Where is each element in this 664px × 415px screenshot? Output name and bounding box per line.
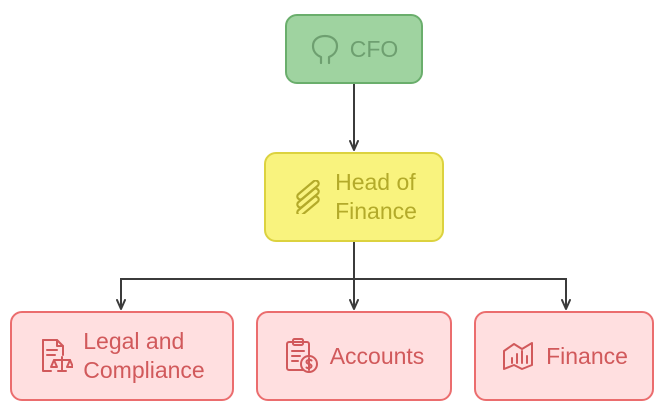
node-finance: Finance bbox=[474, 311, 654, 401]
node-cfo: CFO bbox=[285, 14, 423, 84]
node-accounts-label: Accounts bbox=[329, 342, 425, 369]
node-finance-label: Finance bbox=[546, 342, 628, 369]
node-legal-and-compliance: Legal and Compliance bbox=[10, 311, 234, 401]
head-profile-icon bbox=[310, 33, 340, 65]
node-head-of-finance: Head of Finance bbox=[264, 152, 444, 242]
legal-scales-document-icon bbox=[39, 337, 74, 375]
node-accounts: Accounts bbox=[256, 311, 452, 401]
node-legal-and-compliance-label: Legal and Compliance bbox=[83, 328, 205, 383]
node-head-of-finance-label: Head of Finance bbox=[335, 169, 417, 224]
stacked-bars-icon bbox=[291, 180, 325, 214]
clipboard-dollar-icon bbox=[284, 337, 320, 375]
node-cfo-label: CFO bbox=[349, 35, 399, 62]
chart-window-icon bbox=[500, 339, 536, 373]
